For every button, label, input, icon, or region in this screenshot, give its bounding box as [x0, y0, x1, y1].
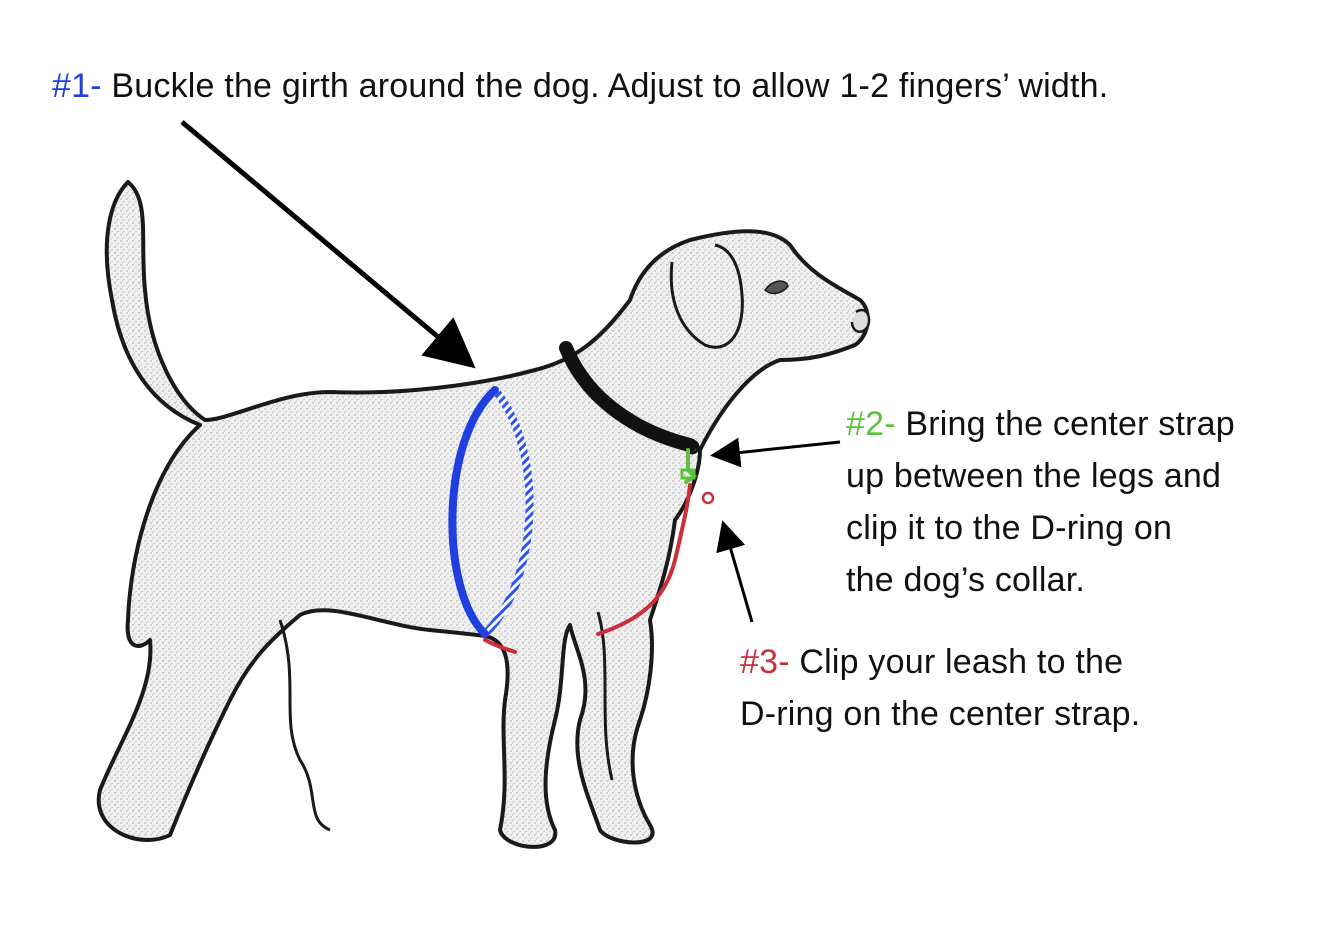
step1-text: Buckle the girth around the dog. Adjust … [111, 67, 1109, 105]
strap-d-ring [701, 491, 715, 505]
girth-front-side [448, 386, 499, 638]
dog-inner-front-leg [596, 611, 614, 781]
collar-d-ring [684, 439, 700, 455]
step1-number: #1- [52, 67, 102, 105]
arrow-step1 [180, 120, 476, 369]
step3-text-1: Clip your leash to the [799, 643, 1124, 681]
girth-strap [448, 386, 534, 638]
step3-line-2: D-ring on the center strap. [740, 695, 1141, 733]
step3-line-1: #3- Clip your leash to the [740, 636, 1140, 688]
step3-callout: #3- Clip your leash to the D-ring on the… [740, 636, 1140, 740]
center-strap [483, 483, 692, 654]
step2-line-4: the dog’s collar. [846, 561, 1086, 599]
step1-callout: #1- Buckle the girth around the dog. Adj… [52, 60, 1108, 112]
girth-back-side [482, 387, 534, 637]
step2-number: #2- [846, 405, 896, 443]
dog-ear [669, 243, 744, 349]
step2-text-1: Bring the center strap [905, 405, 1235, 443]
dog-eye [763, 280, 789, 295]
dog-inner-hind-leg [278, 619, 331, 832]
arrow-step3 [716, 520, 754, 623]
center-strap-clip [680, 448, 698, 484]
step2-line-1: #2- Bring the center strap [846, 398, 1235, 450]
step2-line-3: clip it to the D-ring on [846, 509, 1173, 547]
arrow-step2 [710, 437, 841, 468]
step3-number: #3- [740, 643, 790, 681]
collar [559, 341, 697, 452]
dog-nose [850, 308, 871, 334]
dog-body-outline [96, 180, 870, 849]
dog-illustration [96, 180, 871, 849]
step2-line-2: up between the legs and [846, 457, 1222, 495]
step2-callout: #2- Bring the center strap up between th… [846, 398, 1235, 606]
